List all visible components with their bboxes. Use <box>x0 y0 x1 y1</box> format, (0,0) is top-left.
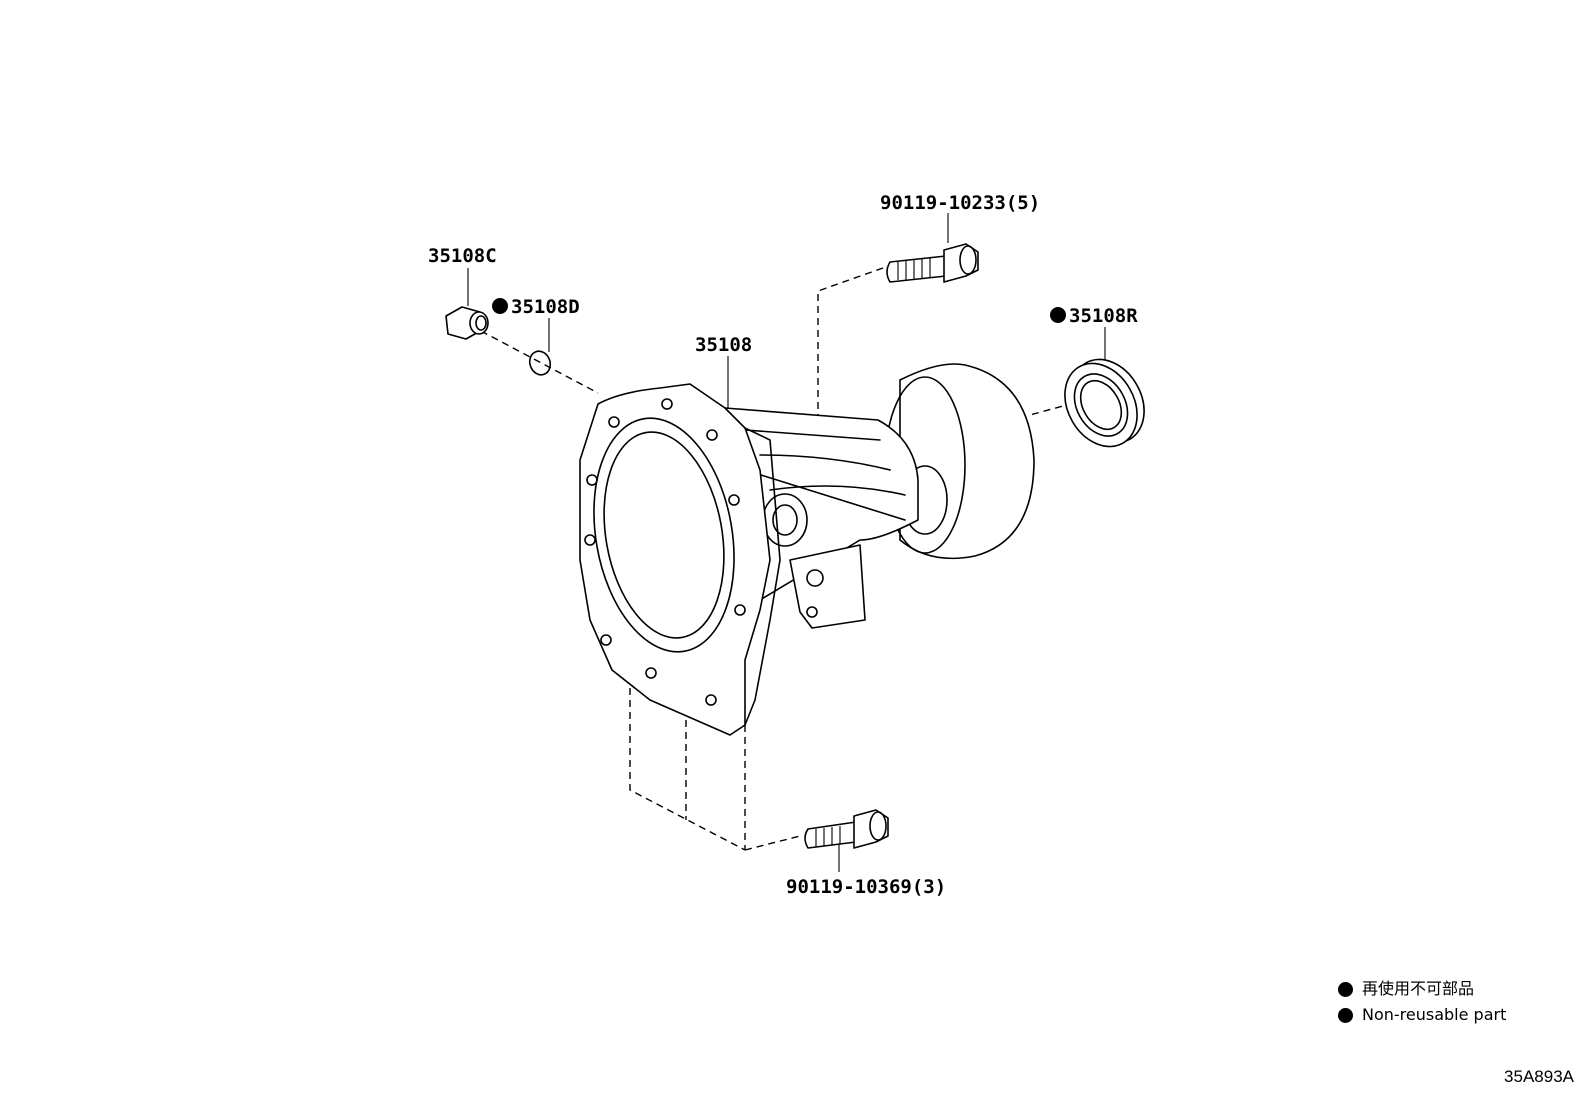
legend-text-en: Non-reusable part <box>1362 1005 1507 1024</box>
non-reusable-dot-oil-seal <box>1050 307 1066 323</box>
bullet-icon <box>1338 981 1353 997</box>
label-housing: 35108 <box>695 334 752 356</box>
legend: 再使用不可部品 Non-reusable part <box>1338 976 1506 1028</box>
label-bolt-top: 90119-10233(5) <box>880 192 1040 214</box>
oil-seal <box>1064 358 1145 448</box>
legend-row-jp: 再使用不可部品 <box>1338 976 1506 1002</box>
label-plug: 35108C <box>428 245 497 267</box>
bullet-icon <box>1338 1007 1353 1023</box>
label-gasket: 35108D <box>511 296 580 318</box>
gasket <box>528 350 552 376</box>
figure-code: 35A893A <box>1504 1067 1574 1086</box>
non-reusable-dot-gasket <box>492 298 508 314</box>
extension-housing <box>579 363 1035 736</box>
bolt-top <box>886 243 979 283</box>
legend-row-en: Non-reusable part <box>1338 1002 1506 1028</box>
label-bolt-bottom: 90119-10369(3) <box>786 876 946 898</box>
legend-text-jp: 再使用不可部品 <box>1362 979 1475 998</box>
bolt-bottom <box>804 809 889 849</box>
label-oil-seal: 35108R <box>1069 305 1138 327</box>
drain-plug <box>445 306 489 340</box>
